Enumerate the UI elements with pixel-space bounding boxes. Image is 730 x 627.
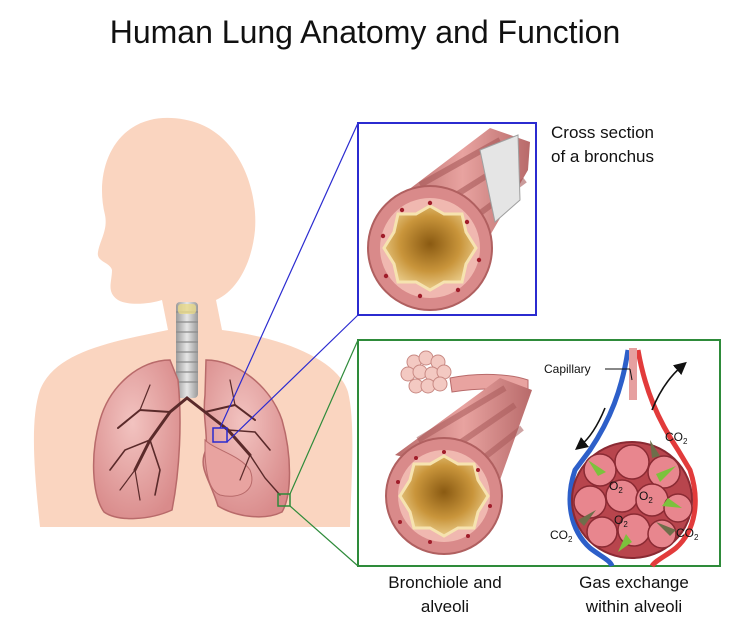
o2-label-left: O2	[609, 479, 623, 495]
gas-exchange-caption-line-2: within alveoli	[585, 597, 683, 616]
bronchiole-caption-line-1: Bronchiole and	[388, 573, 502, 592]
bronchiole-illustration	[385, 350, 532, 555]
gas-exchange-caption: Gas exchange within alveoli	[548, 571, 720, 619]
trachea	[176, 302, 198, 398]
co2-label-top-right: CO2	[665, 430, 688, 446]
alveoli-connector-lines	[289, 339, 359, 567]
bronchiole-caption-line-2: alveoli	[420, 597, 470, 616]
bronchial-tree	[109, 379, 281, 501]
bronchus-connector-lines	[219, 122, 359, 443]
capillary-label: Capillary	[544, 362, 591, 376]
gas-exchange-caption-line-1: Gas exchange	[579, 573, 689, 592]
bronchus-caption: Cross section of a bronchus	[551, 121, 721, 169]
co2-label-bottom-right: CO2	[676, 526, 699, 542]
o2-label-bottom: O2	[614, 513, 628, 529]
gas-exchange-illustration: Capillary CO2 CO2 CO2 O2 O2 O2	[544, 348, 699, 568]
bronchiole-caption: Bronchiole and alveoli	[360, 571, 530, 619]
bronchus-illustration	[367, 128, 530, 311]
bronchus-caption-line-1: Cross section	[551, 123, 654, 142]
bronchus-caption-line-2: of a bronchus	[551, 147, 655, 166]
right-lung	[202, 359, 291, 518]
alveoli-zoom-marker	[277, 493, 291, 507]
diagram-title: Human Lung Anatomy and Function	[109, 14, 621, 50]
o2-label-right: O2	[639, 489, 653, 505]
co2-label-bottom-left: CO2	[550, 528, 573, 544]
